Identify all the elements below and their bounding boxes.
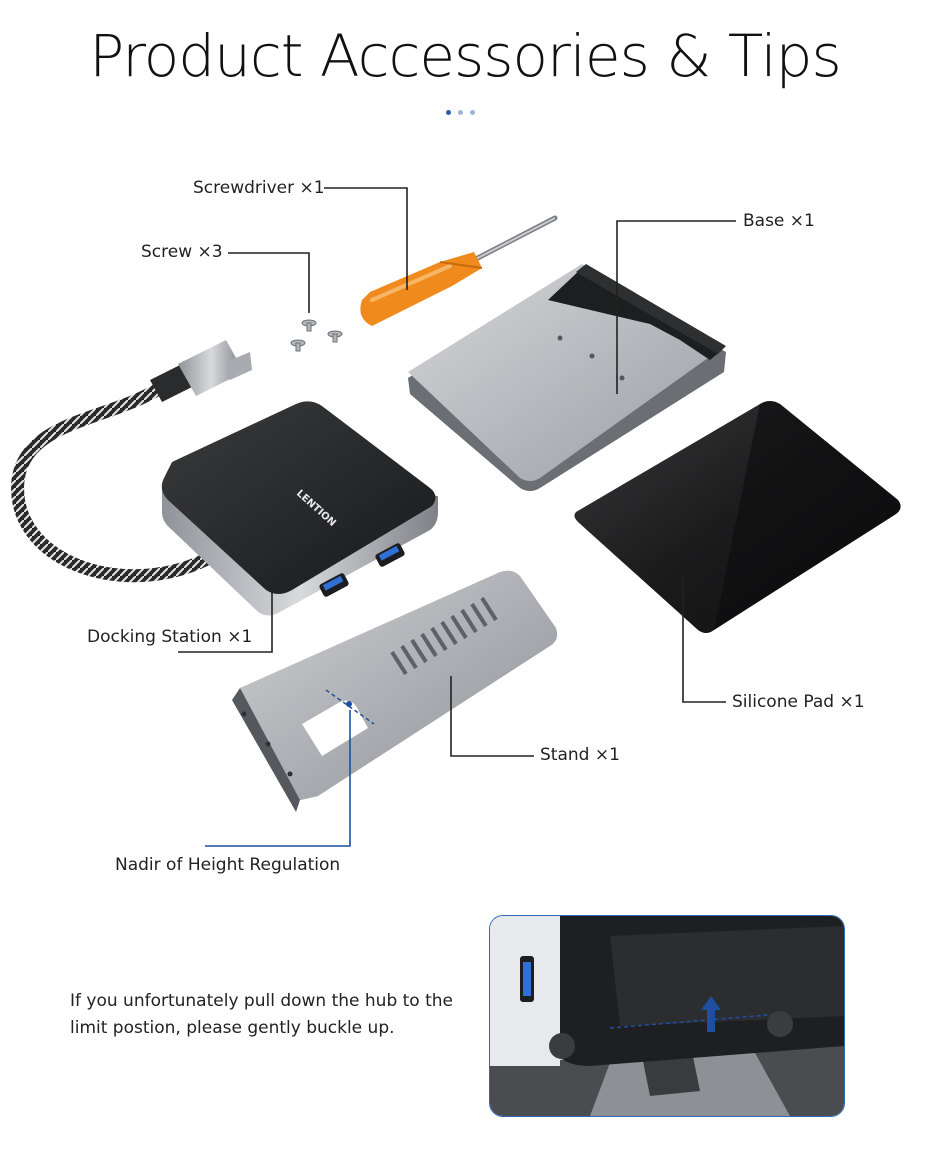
leader-base bbox=[616, 220, 736, 394]
label-nadir: Nadir of Height Regulation bbox=[115, 855, 341, 875]
docking-station: LENTION bbox=[161, 401, 438, 616]
leader-nadir bbox=[205, 710, 351, 847]
stand bbox=[232, 570, 558, 812]
label-screw: Screw ×3 bbox=[141, 242, 223, 262]
tip-text: If you unfortunately pull down the hub t… bbox=[70, 991, 454, 1038]
leader-docking bbox=[178, 578, 273, 653]
label-silicone-pad: Silicone Pad ×1 bbox=[732, 692, 865, 712]
label-docking-station: Docking Station ×1 bbox=[87, 627, 253, 647]
pager-dots bbox=[446, 110, 486, 118]
silicone-pad bbox=[574, 401, 901, 633]
screws bbox=[290, 319, 343, 352]
stand-vent bbox=[390, 596, 498, 676]
base bbox=[408, 264, 726, 491]
leader-silicone bbox=[682, 578, 726, 703]
leader-lines bbox=[178, 187, 736, 757]
pager-dot-3[interactable] bbox=[470, 110, 475, 115]
page-title: Product Accessories & Tips bbox=[89, 22, 841, 90]
leader-screwdriver bbox=[324, 187, 408, 290]
label-stand: Stand ×1 bbox=[540, 745, 620, 765]
usb-c-cable bbox=[11, 340, 252, 583]
pager-dot-2[interactable] bbox=[458, 110, 463, 115]
label-screwdriver: Screwdriver ×1 bbox=[193, 178, 325, 198]
inset-closeup-photo bbox=[489, 915, 845, 1117]
screwdriver bbox=[360, 215, 558, 326]
leader-stand bbox=[450, 676, 534, 757]
leader-screw bbox=[228, 252, 310, 313]
pager-dot-1[interactable] bbox=[446, 110, 451, 115]
closeup-illustration bbox=[490, 916, 844, 1116]
label-base: Base ×1 bbox=[743, 211, 815, 231]
